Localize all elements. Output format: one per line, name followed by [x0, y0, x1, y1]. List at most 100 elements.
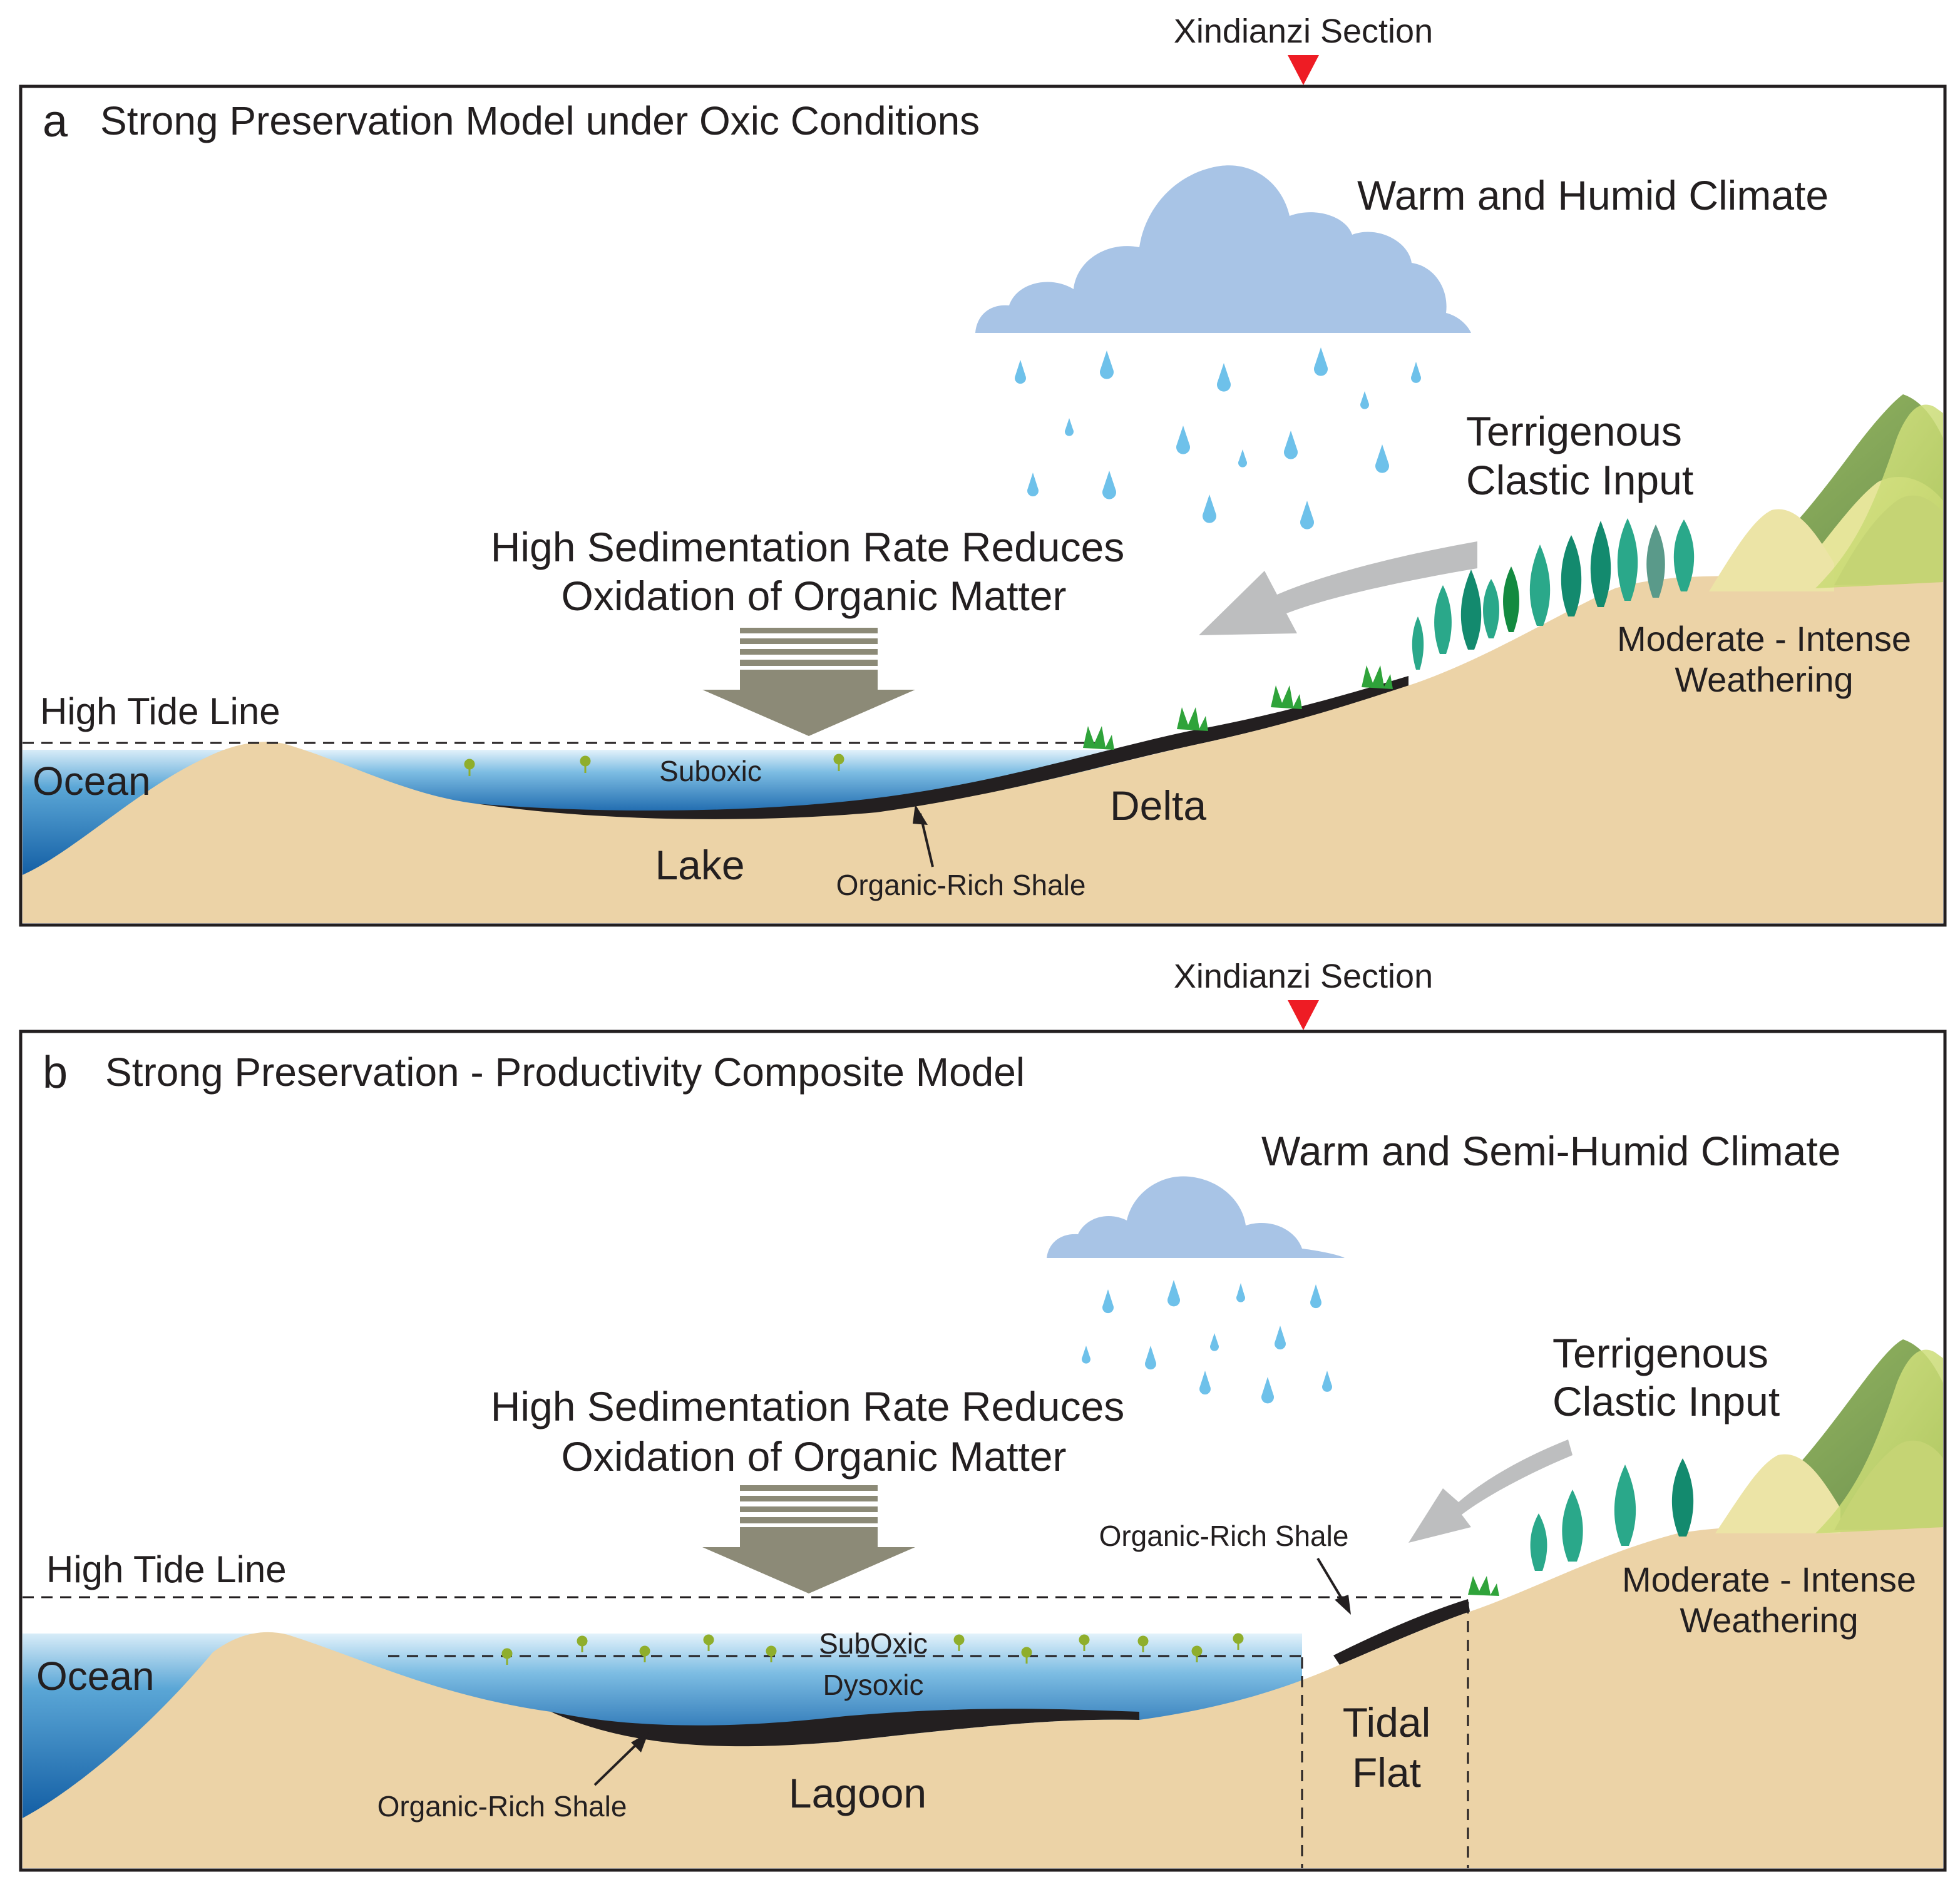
raindrop-icon — [1082, 1346, 1091, 1364]
panel-a-letter: a — [43, 96, 68, 146]
tree-icon — [1646, 524, 1665, 598]
raindrop-icon — [1064, 418, 1074, 436]
panel-a-weathering-line2: Weathering — [1675, 660, 1853, 699]
grass-icon — [1362, 665, 1393, 689]
raindrop-icon — [1238, 449, 1248, 468]
raindrop-icon — [1310, 1284, 1321, 1309]
tree-icon — [1673, 519, 1695, 591]
tree-icon — [1529, 545, 1551, 626]
panel-b-shale-upper-pointer — [1316, 1557, 1346, 1605]
tree-icon — [1671, 1458, 1694, 1537]
grass-icon — [1177, 707, 1208, 731]
panel-b-clastic-arrow-icon — [1408, 1440, 1573, 1543]
panel-a-terrigenous-line1: Terrigenous — [1466, 408, 1682, 454]
panel-b-suboxic-label: SubOxic — [819, 1627, 928, 1660]
panel-a-terrigenous-line2: Clastic Input — [1466, 457, 1693, 503]
tree-icon — [1614, 1465, 1636, 1546]
panel-b-rain-group — [1082, 1280, 1332, 1404]
raindrop-icon — [1176, 426, 1191, 454]
panel-a-weathering-line1: Moderate - Intense — [1617, 619, 1911, 658]
panel-b-lagoon-shale — [551, 1709, 1139, 1747]
tree-icon — [1412, 616, 1424, 670]
panel-b-algae-group — [501, 1633, 1244, 1665]
panel-a-mountain-slope-icon — [1834, 495, 1943, 585]
panel-a: Xindianzi Section a Strong Preservation … — [19, 13, 1947, 927]
panel-b-trees-group — [1530, 1458, 1694, 1571]
panel-b-shale-upper-pointer-head-icon — [1335, 1595, 1351, 1615]
raindrop-icon — [1210, 1333, 1219, 1351]
raindrop-icon — [1360, 391, 1369, 409]
tree-icon — [1617, 518, 1638, 601]
raindrop-icon — [1015, 360, 1026, 384]
panel-b-shale-lower-pointer — [593, 1740, 641, 1786]
panel-b-tidal-shale — [1333, 1599, 1470, 1665]
tree-icon — [1483, 579, 1499, 638]
tree-icon — [1562, 1490, 1583, 1562]
panel-b-weathering-line2: Weathering — [1680, 1600, 1858, 1640]
panel-a-suboxic-label: Suboxic — [659, 755, 762, 787]
panel-a-hill-pale-icon — [1709, 509, 1834, 591]
raindrop-icon — [1284, 431, 1298, 459]
panel-a-shale-label: Organic-Rich Shale — [836, 869, 1086, 901]
panel-b-dysoxic-label: Dysoxic — [823, 1669, 923, 1701]
panel-b-terrigenous-line2: Clastic Input — [1552, 1378, 1780, 1424]
panel-b-ocean-label: Ocean — [36, 1654, 155, 1699]
panel-a-sedimentation-line1: High Sedimentation Rate Reduces — [491, 524, 1125, 570]
panel-b-sedimentation-arrow-icon — [702, 1485, 915, 1593]
panel-a-high-tide-label: High Tide Line — [40, 690, 280, 732]
panel-a-delta-label: Delta — [1110, 782, 1206, 829]
raindrop-icon — [1236, 1283, 1246, 1302]
tree-icon — [1434, 585, 1452, 654]
panel-a-shale-layer — [476, 676, 1408, 821]
panel-a-section-label: Xindianzi Section — [1174, 13, 1433, 50]
panel-b-letter: b — [43, 1048, 68, 1098]
tree-icon — [1460, 570, 1482, 650]
panel-a-climate-label: Warm and Humid Climate — [1357, 172, 1829, 218]
panel-b-sedimentation-line2: Oxidation of Organic Matter — [561, 1433, 1066, 1480]
panel-b-tidal-line2: Flat — [1352, 1749, 1421, 1796]
panel-a-ground — [23, 576, 1943, 923]
tree-icon — [1590, 521, 1611, 607]
tree-icon — [1530, 1513, 1547, 1571]
raindrop-icon — [1313, 347, 1328, 376]
panel-a-rain-group — [1015, 347, 1421, 529]
panel-a-sedimentation-line2: Oxidation of Organic Matter — [561, 573, 1066, 619]
raindrop-icon — [1102, 1289, 1114, 1314]
panel-b-section-label: Xindianzi Section — [1174, 958, 1433, 995]
grass-icon — [1271, 685, 1302, 709]
tree-icon — [1503, 566, 1519, 632]
raindrop-icon — [1375, 444, 1389, 473]
panel-a-cloud-icon — [975, 165, 1471, 333]
raindrop-icon — [1167, 1280, 1180, 1307]
panel-b-hill-pale-icon — [1715, 1454, 1840, 1533]
panel-b-grass-icon — [1468, 1576, 1499, 1596]
panel-a-lake-label: Lake — [655, 842, 744, 888]
panel-a-title: Strong Preservation Model under Oxic Con… — [100, 98, 980, 143]
raindrop-icon — [1102, 471, 1117, 499]
raindrop-icon — [1275, 1326, 1286, 1350]
raindrop-icon — [1203, 494, 1217, 523]
panel-b-title: Strong Preservation - Productivity Compo… — [105, 1050, 1025, 1095]
panel-b-shale-upper-label: Organic-Rich Shale — [1099, 1520, 1349, 1552]
tree-icon — [1561, 535, 1582, 616]
raindrop-icon — [1145, 1346, 1157, 1370]
panel-b: Xindianzi Section b Strong Preservation … — [19, 958, 1947, 1872]
panel-a-ocean-label: Ocean — [33, 759, 151, 804]
panel-b-ground — [23, 1525, 1943, 1868]
panel-a-trees-group — [1412, 518, 1695, 670]
panel-b-shale-lower-label: Organic-Rich Shale — [377, 1790, 627, 1823]
panel-b-cloud-icon — [1047, 1176, 1345, 1258]
panel-b-weathering-line1: Moderate - Intense — [1622, 1560, 1916, 1599]
grass-icon — [1083, 726, 1114, 750]
panel-a-grass-group — [1083, 665, 1393, 750]
panel-b-sedimentation-line1: High Sedimentation Rate Reduces — [491, 1383, 1125, 1429]
panel-b-climate-label: Warm and Semi-Humid Climate — [1261, 1128, 1840, 1174]
panel-b-tidal-line1: Tidal — [1343, 1699, 1431, 1746]
panel-a-algae-group — [464, 754, 844, 776]
panel-b-shale-lower-pointer-head-icon — [631, 1732, 649, 1752]
raindrop-icon — [1199, 1371, 1211, 1395]
raindrop-icon — [1261, 1377, 1274, 1404]
panel-b-mountain-slope-icon — [1834, 1440, 1943, 1530]
panel-b-terrigenous-line1: Terrigenous — [1552, 1330, 1768, 1376]
